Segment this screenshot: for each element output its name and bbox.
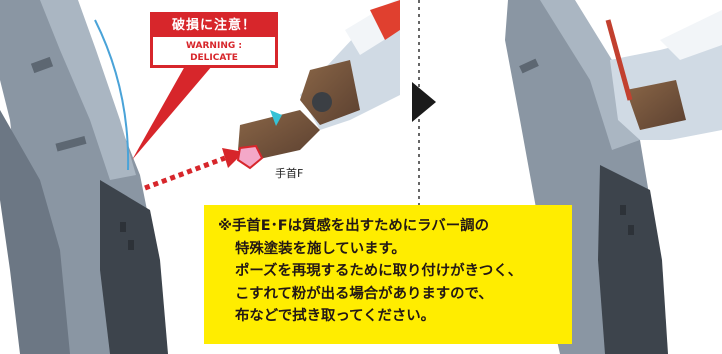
- note-line: ポーズを再現するために取り付けがきつく、: [235, 263, 523, 279]
- play-triangle-icon: [412, 82, 436, 122]
- middle-arm: [236, 0, 400, 170]
- note-line: 特殊塗装を施しています。: [235, 240, 406, 257]
- warning-box: 破損に注意！ WARNING : DELICATE: [150, 12, 278, 68]
- warning-heading: 破損に注意！: [153, 15, 275, 37]
- note-line: 布などで拭き取ってください。: [235, 308, 436, 324]
- left-rifle: [0, 0, 168, 354]
- dotted-arrow: [144, 148, 244, 191]
- caution-note: ※手首E･Fは質感を出すためにラバー調の 特殊塗装を施しています。 ポーズを再現…: [204, 205, 572, 344]
- part-label-hand-f: 手首F: [275, 167, 304, 180]
- warning-pointer: [132, 66, 212, 160]
- note-line: こすれて粉が出る場合がありますので、: [235, 285, 493, 302]
- warning-english: WARNING : DELICATE: [153, 40, 275, 64]
- warning-english-line1: WARNING :: [186, 41, 242, 51]
- warning-english-line2: DELICATE: [190, 53, 238, 63]
- note-line: ※手首E･Fは質感を出すためにラバー調の: [218, 218, 489, 234]
